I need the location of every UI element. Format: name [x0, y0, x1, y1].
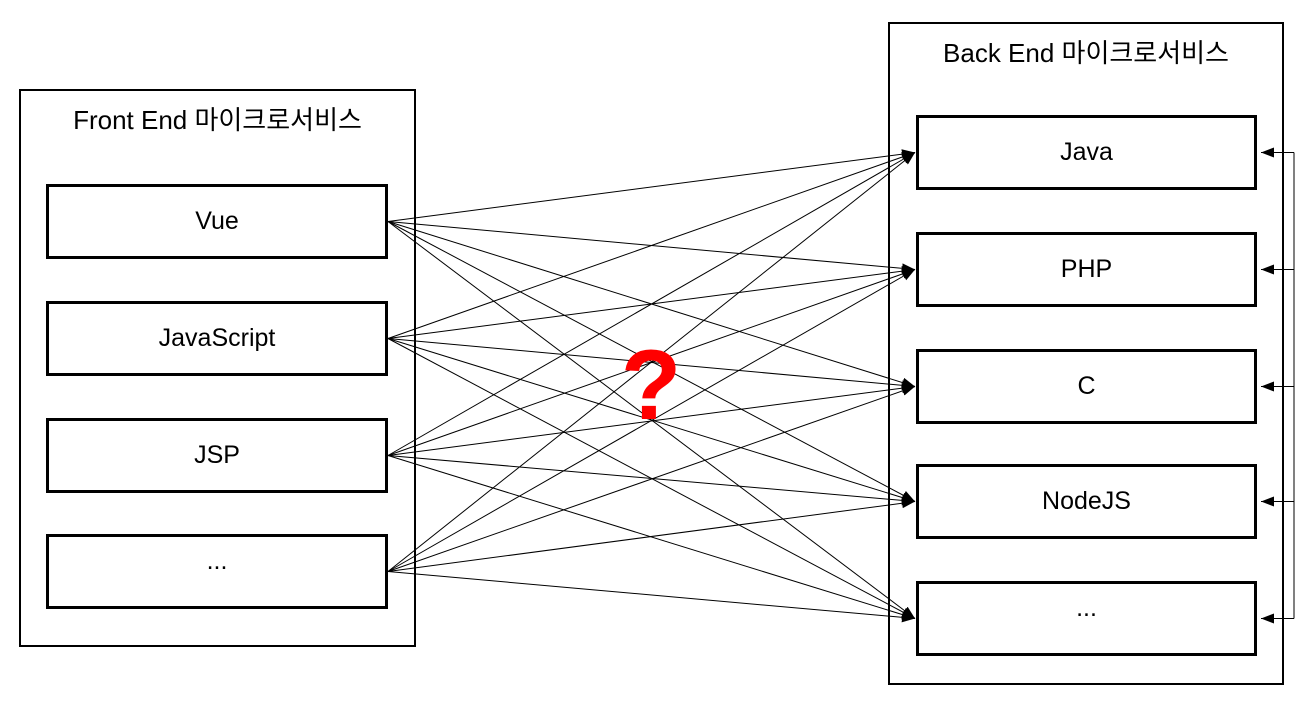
front-node-etc: ... [46, 534, 388, 609]
back-node-java: Java [916, 115, 1257, 190]
edge-line [387, 152, 916, 456]
node-label: Java [1060, 138, 1113, 166]
back-end-group-title: Back End 마이크로서비스 [943, 38, 1229, 68]
back-end-group: Back End 마이크로서비스 [888, 22, 1284, 685]
node-label: NodeJS [1042, 487, 1131, 515]
front-node-javascript: JavaScript [46, 301, 388, 376]
node-label: JSP [194, 441, 240, 469]
edge-line [387, 386, 916, 572]
back-node-php: PHP [916, 232, 1257, 307]
front-end-group: Front End 마이크로서비스 [19, 89, 416, 647]
node-label: ... [206, 547, 228, 575]
edge-line [387, 498, 916, 572]
node-label: Vue [195, 207, 239, 235]
front-end-group-title: Front End 마이크로서비스 [73, 105, 362, 135]
edge-line [387, 571, 916, 623]
back-node-c: C [916, 349, 1257, 424]
edge-line [387, 269, 916, 572]
node-label: C [1077, 372, 1096, 400]
front-node-vue: Vue [46, 184, 388, 259]
question-mark: ? [620, 329, 682, 440]
back-node-etc: ... [916, 581, 1257, 656]
node-label: PHP [1060, 255, 1113, 283]
node-label: JavaScript [158, 324, 276, 352]
edge-line [387, 152, 916, 572]
back-node-nodejs: NodeJS [916, 464, 1257, 539]
edge-line [387, 149, 916, 222]
node-label: ... [1076, 594, 1097, 622]
front-node-jsp: JSP [46, 418, 388, 493]
edge-line [387, 152, 916, 339]
